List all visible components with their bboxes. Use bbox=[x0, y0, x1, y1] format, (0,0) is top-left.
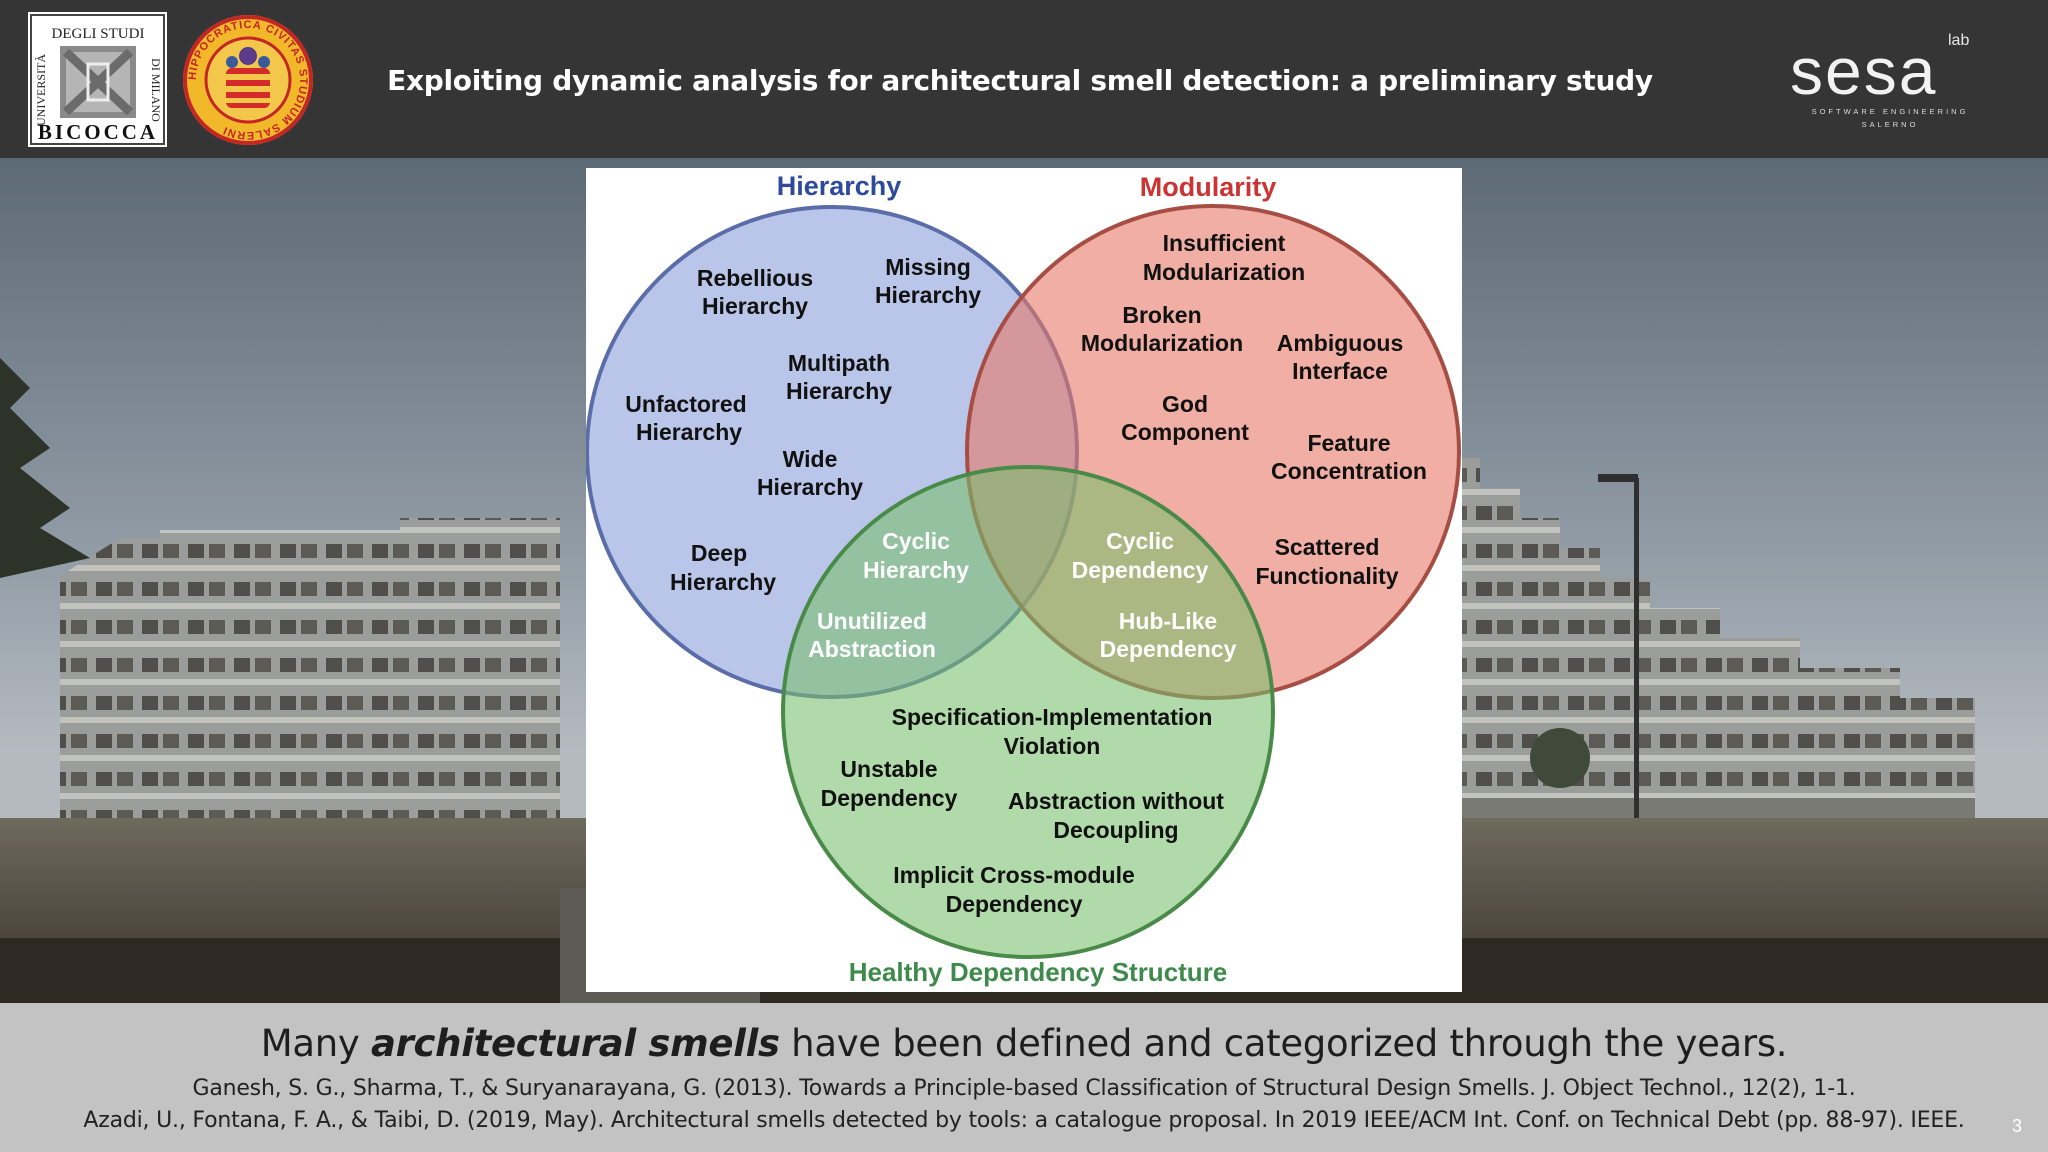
smell-ambiguous-interface-1: Ambiguous bbox=[1277, 330, 1404, 356]
healthy-circle bbox=[781, 465, 1275, 959]
smell-broken-modularization-1: Broken bbox=[1122, 302, 1201, 328]
smell-insufficient-modularization-2: Modularization bbox=[1143, 259, 1305, 285]
smell-cyclic-hierarchy-1: Cyclic bbox=[882, 528, 950, 554]
smell-god-component-2: Component bbox=[1121, 419, 1249, 445]
smell-scattered-functionality-2: Functionality bbox=[1255, 563, 1398, 589]
caption-band bbox=[0, 1003, 2048, 1152]
smell-cyclic-dependency-1: Cyclic bbox=[1106, 528, 1174, 554]
sesa-lab-logo: lab sesa SOFTWARE ENGINEERING SALERNO bbox=[1780, 26, 2000, 136]
smell-unfactored-hierarchy-1: Unfactored bbox=[625, 391, 746, 417]
caption-post: have been defined and categorized throug… bbox=[779, 1022, 1788, 1065]
caption-main: Many architectural smells have been defi… bbox=[0, 1022, 2048, 1065]
sesa-lab-sup: lab bbox=[1948, 32, 1969, 49]
smell-missing-hierarchy-1: Missing bbox=[885, 254, 971, 280]
smell-spec-impl-violation-1: Specification-Implementation bbox=[892, 704, 1213, 730]
page-number: 3 bbox=[2012, 1116, 2023, 1136]
reference-1: Ganesh, S. G., Sharma, T., & Suryanaraya… bbox=[192, 1076, 1856, 1101]
smell-multipath-hierarchy-1: Multipath bbox=[788, 350, 890, 376]
smell-multipath-hierarchy-2: Hierarchy bbox=[786, 378, 892, 404]
smell-rebellious-hierarchy-2: Hierarchy bbox=[702, 293, 808, 319]
smell-wide-hierarchy-2: Hierarchy bbox=[757, 474, 863, 500]
smell-implicit-cross-module-dependency-2: Dependency bbox=[946, 891, 1083, 917]
smell-unfactored-hierarchy-2: Hierarchy bbox=[636, 419, 742, 445]
venn-diagram: Hierarchy Modularity Healthy Dependency … bbox=[586, 168, 1462, 992]
modularity-title: Modularity bbox=[1140, 172, 1277, 202]
slide-header: DEGLI STUDI UNIVERSITÀ DI MILANO BICOCCA… bbox=[0, 0, 2048, 158]
caption-pre: Many bbox=[260, 1022, 371, 1065]
smell-broken-modularization-2: Modularization bbox=[1081, 330, 1243, 356]
bicocca-top-text: DEGLI STUDI bbox=[52, 26, 145, 42]
sesa-wordmark: sesa bbox=[1790, 34, 1937, 108]
smell-wide-hierarchy-1: Wide bbox=[783, 446, 838, 472]
smell-abstraction-without-decoupling-1: Abstraction without bbox=[1008, 788, 1224, 814]
smell-spec-impl-violation-2: Violation bbox=[1004, 733, 1101, 759]
smell-ambiguous-interface-2: Interface bbox=[1292, 358, 1388, 384]
bicocca-side-left-text: UNIVERSITÀ bbox=[34, 54, 48, 126]
smell-rebellious-hierarchy-1: Rebellious bbox=[697, 265, 813, 291]
smell-deep-hierarchy-1: Deep bbox=[691, 540, 747, 566]
bicocca-side-right-text: DI MILANO bbox=[149, 58, 163, 122]
smell-deep-hierarchy-2: Hierarchy bbox=[670, 569, 776, 595]
smell-feature-concentration-2: Concentration bbox=[1271, 458, 1427, 484]
sesa-sub2: SALERNO bbox=[1862, 120, 1919, 129]
smell-abstraction-without-decoupling-2: Decoupling bbox=[1053, 817, 1178, 843]
bicocca-logo: DEGLI STUDI UNIVERSITÀ DI MILANO BICOCCA bbox=[28, 12, 167, 147]
smell-insufficient-modularization-1: Insufficient bbox=[1163, 230, 1286, 256]
sesa-sub1: SOFTWARE ENGINEERING bbox=[1812, 107, 1969, 116]
hierarchy-title: Hierarchy bbox=[777, 171, 902, 201]
smell-unstable-dependency-2: Dependency bbox=[821, 785, 958, 811]
smell-scattered-functionality-1: Scattered bbox=[1275, 534, 1380, 560]
smell-unutilized-abstraction-2: Abstraction bbox=[808, 636, 936, 662]
smell-hub-like-dependency-2: Dependency bbox=[1100, 636, 1237, 662]
slide-title: Exploiting dynamic analysis for architec… bbox=[387, 64, 1653, 97]
salerno-seal-logo: HIPPOCRATICA CIVITAS STUDIUM SALERNI bbox=[180, 14, 316, 147]
smell-hub-like-dependency-1: Hub-Like bbox=[1119, 608, 1217, 634]
caption-emphasis: architectural smells bbox=[370, 1022, 780, 1065]
smell-cyclic-dependency-2: Dependency bbox=[1072, 557, 1209, 583]
healthy-title: Healthy Dependency Structure bbox=[849, 957, 1228, 987]
smell-cyclic-hierarchy-2: Hierarchy bbox=[863, 557, 969, 583]
bicocca-bottom-text: BICOCCA bbox=[38, 120, 158, 144]
smell-missing-hierarchy-2: Hierarchy bbox=[875, 282, 981, 308]
smell-implicit-cross-module-dependency-1: Implicit Cross-module bbox=[893, 862, 1135, 888]
smell-unstable-dependency-1: Unstable bbox=[840, 756, 937, 782]
smell-feature-concentration-1: Feature bbox=[1307, 430, 1390, 456]
reference-2: Azadi, U., Fontana, F. A., & Taibi, D. (… bbox=[83, 1108, 1965, 1133]
smell-god-component-1: God bbox=[1162, 391, 1208, 417]
smell-unutilized-abstraction-1: Unutilized bbox=[817, 608, 927, 634]
